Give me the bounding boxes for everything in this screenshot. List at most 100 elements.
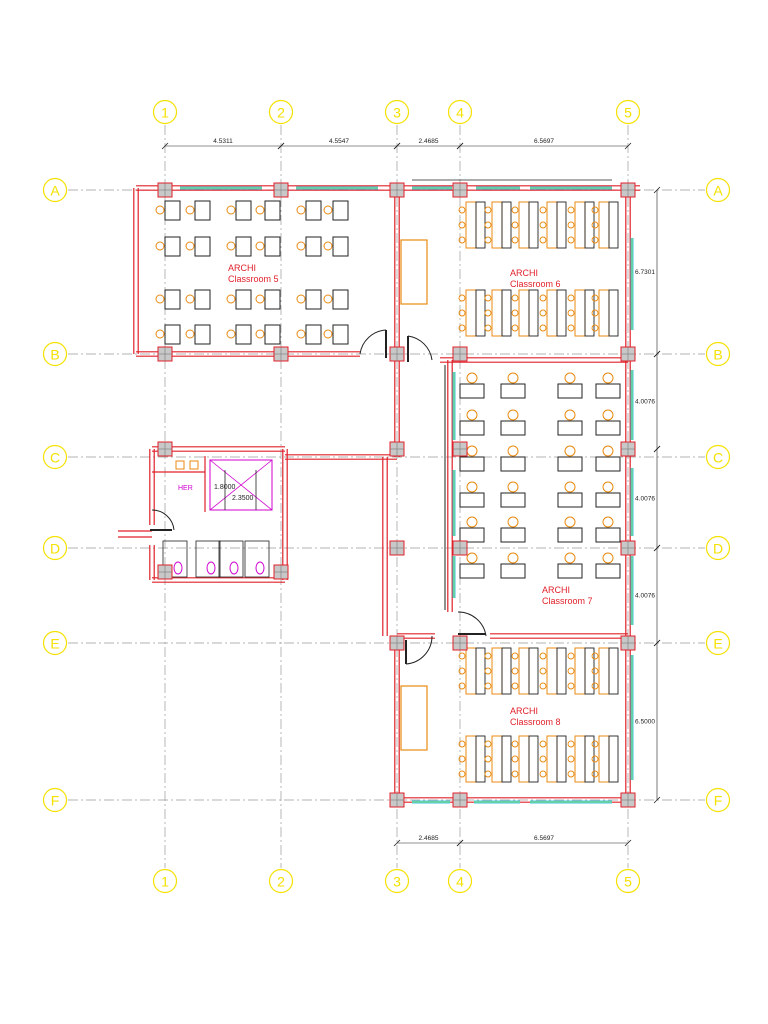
c6-bench-table [608, 201, 619, 249]
c6-chair [511, 236, 519, 244]
c6-bench-table [556, 201, 567, 249]
chair-c7 [564, 409, 576, 421]
dim-right-5-tick [653, 639, 661, 647]
chair-c7 [466, 409, 478, 421]
c8-chair [591, 682, 599, 690]
chair-c7 [507, 516, 519, 528]
dim-top-1-label: 4.5311 [213, 138, 233, 145]
chair-c5 [226, 294, 236, 304]
grid-bubble-right-D-label: D [713, 541, 723, 557]
chair-c7 [466, 552, 478, 564]
desk-c5 [194, 236, 211, 257]
desk-c5 [235, 236, 252, 257]
c8-chair [539, 740, 547, 748]
c6-bench-table [584, 201, 595, 249]
c6-chair [567, 236, 575, 244]
c8-chair [511, 667, 519, 675]
grid-bubble-bottom-5-label: 5 [624, 874, 632, 890]
door-c8 [405, 635, 433, 665]
grid-bubble-left-C-circle [42, 444, 68, 470]
c6-chair [567, 294, 575, 302]
chair-c5 [155, 329, 165, 339]
desk-c7 [500, 492, 526, 508]
chair-c7 [602, 445, 614, 457]
desk-c5 [164, 289, 181, 310]
classroom5-label-line1: ARCHI [228, 263, 256, 273]
dim-right-1-label: 6.7301 [635, 269, 655, 276]
c6-bench [598, 201, 610, 249]
classroom7-label-line2: Classroom 7 [542, 596, 593, 606]
room-labels: ARCHI Classroom 5 ARCHI Classroom 6 ARCH… [228, 263, 593, 727]
c8-chair [567, 682, 575, 690]
desk-c5 [235, 324, 252, 345]
c8-chair [539, 770, 547, 778]
desk-c7 [557, 420, 583, 436]
dim-top-3-label: 2.4685 [419, 138, 439, 145]
chair-c5 [185, 329, 195, 339]
desk-c5 [305, 236, 322, 257]
c6-chair [591, 309, 599, 317]
chair-c7 [564, 552, 576, 564]
c6-bench [518, 201, 530, 249]
c8-bench-table [475, 647, 486, 695]
chair-c5 [323, 241, 333, 251]
dim-top-4-tick [456, 142, 464, 150]
desk-c5 [235, 289, 252, 310]
grid-bubble-left-F-label: F [51, 793, 60, 809]
door-c7 [457, 611, 487, 637]
c6-bench [491, 201, 503, 249]
desk-c7 [557, 383, 583, 399]
c6-chair [511, 294, 519, 302]
c8-chair [484, 755, 492, 763]
dim-bottom-2-tick [456, 839, 464, 847]
classroom8-label-line2: Classroom 8 [510, 717, 561, 727]
grid-bubble-bottom-1-circle [152, 868, 178, 894]
c6-chair [484, 294, 492, 302]
dim-right-5-label: 6.5000 [635, 719, 655, 726]
c8-chair [591, 652, 599, 660]
grid-bubble-top-2-circle [268, 99, 294, 125]
desk-c5 [264, 324, 281, 345]
c6-bench [465, 289, 477, 337]
windows [180, 186, 634, 804]
c8-bench [546, 735, 558, 783]
chair-c7 [564, 481, 576, 493]
grid-bubble-bottom-2-label: 2 [277, 874, 285, 890]
c8-bench [491, 647, 503, 695]
chair-c7 [507, 552, 519, 564]
c8-chair [567, 667, 575, 675]
c6-chair [484, 324, 492, 332]
c8-bench [574, 735, 586, 783]
c6-chair [458, 221, 466, 229]
c6-chair [591, 206, 599, 214]
grid-bubble-right-F-label: F [714, 793, 723, 809]
c6-bench [598, 289, 610, 337]
desk-c7 [595, 527, 621, 543]
c8-chair [591, 770, 599, 778]
c8-bench [574, 647, 586, 695]
desk-c7 [459, 383, 485, 399]
c8-bench-table [608, 735, 619, 783]
dim-top-3-tick [393, 142, 401, 150]
desk-c5 [332, 289, 349, 310]
c8-bench-table [501, 647, 512, 695]
c8-chair [458, 682, 466, 690]
chair-c7 [602, 516, 614, 528]
chair-c7 [466, 445, 478, 457]
c8-chair [511, 770, 519, 778]
c8-chair [591, 755, 599, 763]
c8-chair [511, 682, 519, 690]
toilet-stall [218, 540, 244, 578]
c6-chair [567, 309, 575, 317]
c6-chair [511, 206, 519, 214]
c8-bench [465, 735, 477, 783]
grid-bubble-top-5-label: 5 [624, 105, 632, 121]
c6-bench-table [501, 201, 512, 249]
chair-c5 [296, 294, 306, 304]
grid-bubble-bottom-2-circle [268, 868, 294, 894]
c6-bench-table [475, 289, 486, 337]
c8-chair [484, 667, 492, 675]
desk-c5 [164, 324, 181, 345]
